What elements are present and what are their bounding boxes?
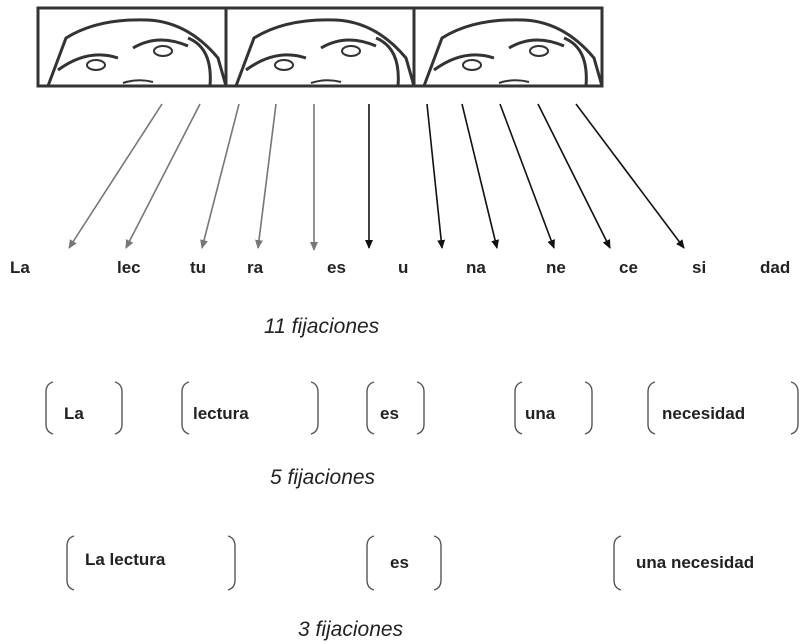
syllable: La [10, 258, 30, 277]
fixation-group: lectura [193, 404, 249, 423]
fixation-count-3: 3 fijaciones [298, 618, 404, 641]
fixation-arrow [255, 103, 277, 249]
eye-panel-2 [224, 6, 416, 88]
syllable: lec [117, 258, 141, 277]
syllable: es [327, 258, 346, 277]
fixation-group: La lectura [85, 550, 166, 569]
fixation-group: La [64, 404, 84, 423]
fixation-group: es [390, 553, 409, 572]
syllable: ce [619, 258, 638, 277]
fixation-group: necesidad [662, 404, 746, 423]
fixation-arrow [499, 103, 555, 249]
syllable: na [466, 258, 486, 277]
fixation-group: una necesidad [636, 553, 755, 572]
fixation-count-5: 5 fijaciones [270, 466, 376, 489]
fixation-arrow [537, 103, 611, 249]
syllable: si [692, 258, 707, 277]
eyes-strip [36, 6, 604, 88]
eye-panel-3 [412, 6, 604, 88]
syllable: ne [546, 258, 566, 277]
syllable: u [398, 258, 409, 277]
fixation-group: una [525, 404, 556, 423]
fixation-arrow [426, 103, 446, 249]
syllable: tu [190, 258, 207, 277]
fixation-arrow [125, 103, 201, 249]
fixation-group: es [380, 404, 399, 423]
fixation-arrow [461, 103, 499, 249]
syllable: dad [760, 258, 791, 277]
fixation-arrow [200, 103, 240, 249]
fixation-count-11: 11 fijaciones [264, 315, 380, 338]
fixation-arrow [68, 103, 163, 249]
syllable: ra [247, 258, 264, 277]
fixation-arrow [575, 103, 685, 249]
